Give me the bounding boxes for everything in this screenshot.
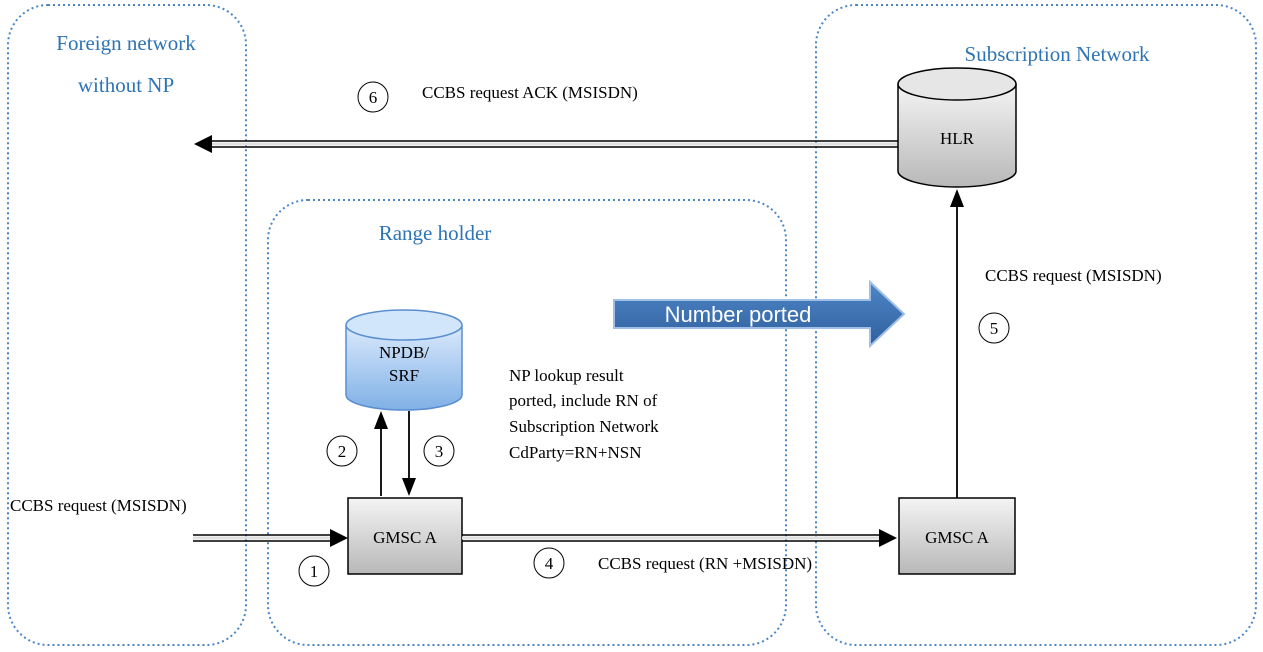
to-hlr-arrow bbox=[950, 189, 964, 498]
gmsc-right-node: GMSC A bbox=[898, 497, 1016, 575]
step-3-marker: 3 bbox=[423, 435, 455, 467]
region-foreign-network: Foreign network without NP bbox=[7, 4, 247, 646]
np-result-line4: CdParty=RN+NSN bbox=[509, 443, 642, 462]
number-ported-banner: Number ported bbox=[613, 279, 906, 349]
gmsc-left-node: GMSC A bbox=[347, 497, 463, 575]
step-1-marker: 1 bbox=[298, 555, 330, 587]
step-4-number: 4 bbox=[545, 554, 554, 573]
step-4-marker: 4 bbox=[533, 547, 565, 579]
route-arrow bbox=[462, 529, 897, 547]
step-6-number: 6 bbox=[369, 88, 378, 107]
step-2-marker: 2 bbox=[326, 435, 358, 467]
step-6-marker: 6 bbox=[357, 81, 389, 113]
step-5-number: 5 bbox=[990, 319, 999, 338]
region-range-holder: Range holder bbox=[267, 199, 787, 646]
hlr-label: HLR bbox=[940, 129, 975, 148]
step-2-number: 2 bbox=[338, 442, 347, 461]
route-label: CCBS request (RN +MSISDN) bbox=[598, 554, 812, 573]
hlr-node: HLR bbox=[897, 67, 1017, 188]
npdb-label-line2: SRF bbox=[389, 366, 419, 385]
step-1-number: 1 bbox=[310, 562, 319, 581]
subscription-title: Subscription Network bbox=[965, 42, 1150, 66]
foreign-title-line1: Foreign network bbox=[56, 31, 196, 55]
ack-label: CCBS request ACK (MSISDN) bbox=[422, 83, 638, 102]
query-arrow bbox=[374, 411, 388, 496]
to-hlr-label: CCBS request (MSISDN) bbox=[985, 266, 1162, 285]
np-result-line1: NP lookup result bbox=[509, 366, 624, 385]
response-arrow bbox=[402, 411, 416, 496]
number-ported-label: Number ported bbox=[665, 302, 812, 327]
np-result-line2: ported, include RN of bbox=[509, 391, 658, 410]
foreign-title-line2: without NP bbox=[78, 73, 174, 97]
ack-arrow bbox=[194, 135, 898, 153]
step-3-number: 3 bbox=[435, 442, 444, 461]
gmsc-right-label: GMSC A bbox=[925, 528, 989, 547]
step-5-marker: 5 bbox=[978, 312, 1010, 344]
range-holder-title: Range holder bbox=[379, 221, 492, 245]
npdb-label-line1: NPDB/ bbox=[379, 343, 429, 362]
incoming-label: CCBS request (MSISDN) bbox=[10, 496, 187, 515]
npdb-srf-node: NPDB/ SRF bbox=[345, 309, 463, 411]
region-subscription-network: Subscription Network bbox=[815, 4, 1257, 646]
np-result-line3: Subscription Network bbox=[509, 417, 659, 436]
gmsc-left-label: GMSC A bbox=[373, 528, 437, 547]
incoming-arrow bbox=[193, 529, 348, 547]
